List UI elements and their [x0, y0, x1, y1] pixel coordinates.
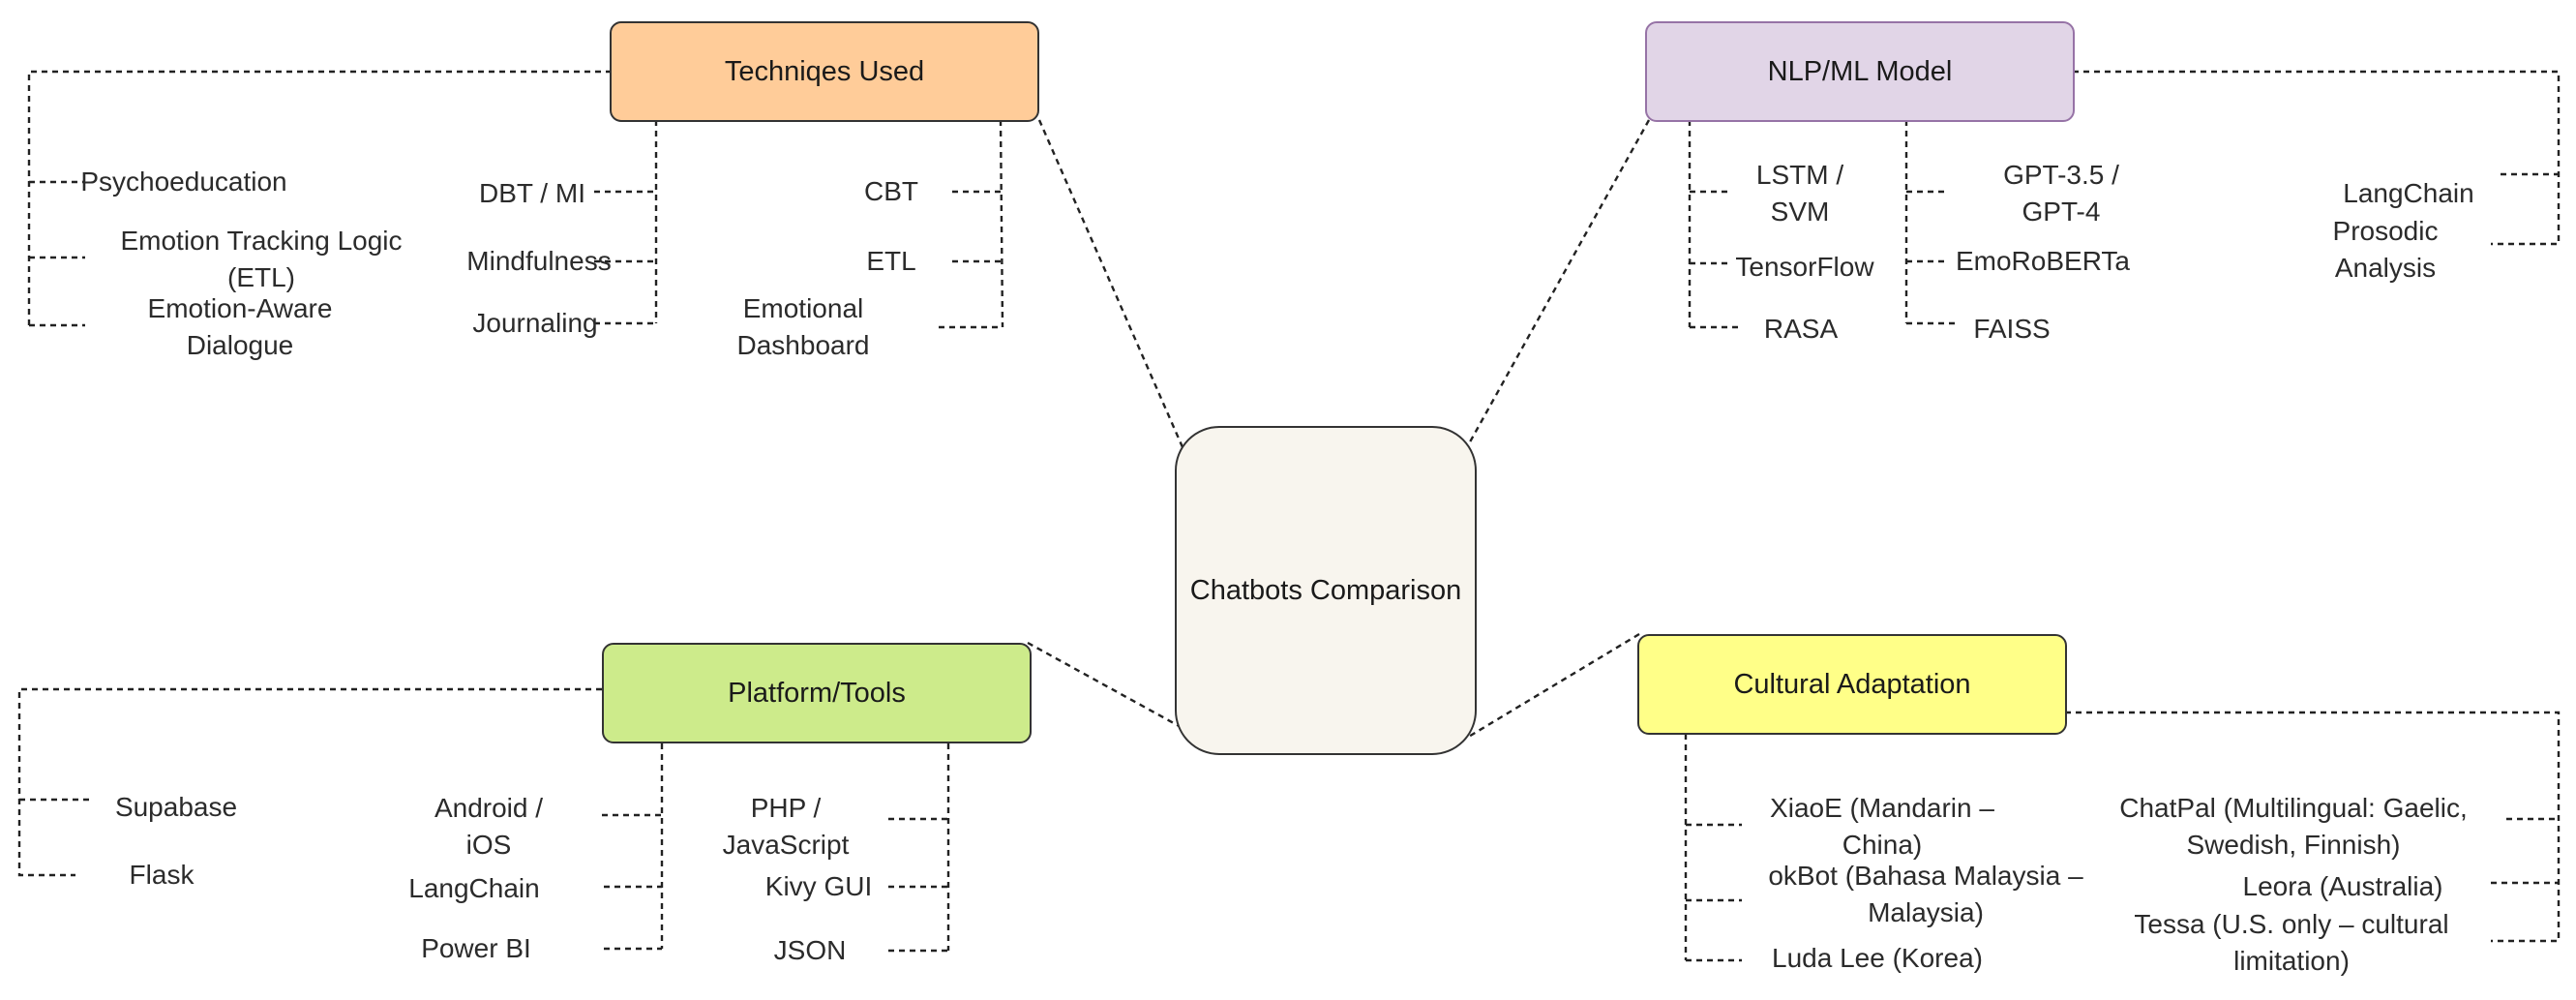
leaf-php-javascript[interactable]: PHP / JavaScript: [722, 793, 850, 860]
leaf-tensorflow[interactable]: TensorFlow: [1735, 252, 1874, 282]
leaf-emotional-dashboard[interactable]: Emotional Dashboard: [736, 293, 870, 360]
category-nlp-ml-model[interactable]: NLP/ML Model: [1645, 21, 2075, 122]
leaf-langchain-platform[interactable]: LangChain: [408, 873, 540, 903]
leaf-leora[interactable]: Leora (Australia): [2242, 871, 2443, 901]
center-node[interactable]: Chatbots Comparison: [1175, 426, 1477, 755]
leaf-json[interactable]: JSON: [773, 935, 847, 965]
leaf-emoroberta[interactable]: EmoRoBERTa: [1955, 246, 2130, 276]
category-cultural-label: Cultural Adaptation: [1733, 668, 1971, 700]
leaf-faiss[interactable]: FAISS: [1973, 314, 2051, 344]
connector-techniques-right: [999, 119, 1004, 328]
leaf-langchain-nlp[interactable]: LangChain: [2343, 178, 2474, 208]
leaf-rasa[interactable]: RASA: [1763, 314, 1839, 344]
leaf-mindfulness[interactable]: Mindfulness: [466, 246, 612, 276]
leaf-power-bi[interactable]: Power BI: [421, 933, 531, 963]
leaf-psychoeducation[interactable]: Psychoeducation: [80, 167, 287, 197]
leaf-emotion-tracking-logic[interactable]: Emotion Tracking Logic (ETL): [120, 226, 403, 292]
leaf-tessa[interactable]: Tessa (U.S. only – cultural limitation): [2134, 909, 2449, 976]
center-node-label: Chatbots Comparison: [1189, 574, 1462, 606]
leaf-kivy-gui[interactable]: Kivy GUI: [764, 871, 873, 901]
connector-center-techniques: [1037, 119, 1184, 448]
leaf-journaling[interactable]: Journaling: [472, 308, 598, 338]
leaf-supabase[interactable]: Supabase: [114, 792, 238, 822]
leaf-cbt[interactable]: CBT: [864, 176, 918, 206]
connector-cultural-right: [2065, 711, 2561, 943]
category-platform-label: Platform/Tools: [728, 677, 906, 709]
connector-platform-left: [17, 687, 602, 877]
category-nlp-label: NLP/ML Model: [1767, 55, 1953, 87]
leaf-luda-lee[interactable]: Luda Lee (Korea): [1772, 943, 1983, 973]
leaf-okbot[interactable]: okBot (Bahasa Malaysia – Malaysia): [1768, 861, 2083, 927]
leaf-android-ios[interactable]: Android / iOS: [434, 793, 544, 860]
connector-nlp-right: [2073, 70, 2561, 246]
leaf-lstm-svm[interactable]: LSTM / SVM: [1755, 160, 1844, 227]
connector-techniques-left: [27, 70, 612, 325]
connector-center-nlp: [1465, 119, 1651, 448]
category-platform-tools[interactable]: Platform/Tools: [602, 643, 1032, 743]
category-techniques[interactable]: Techniqes Used: [610, 21, 1039, 122]
leaf-xiaoe[interactable]: XiaoE (Mandarin – China): [1770, 793, 1994, 860]
leaf-flask[interactable]: Flask: [129, 860, 195, 890]
category-techniques-label: Techniqes Used: [724, 55, 925, 87]
leaf-emotion-aware-dialogue[interactable]: Emotion-Aware Dialogue: [147, 293, 333, 360]
leaf-chatpal[interactable]: ChatPal (Multilingual: Gaelic, Swedish, …: [2119, 793, 2468, 860]
leaf-prosodic-analysis[interactable]: Prosodic Analysis: [2332, 216, 2439, 283]
connector-center-cultural: [1466, 632, 1640, 740]
category-cultural-adaptation[interactable]: Cultural Adaptation: [1637, 634, 2067, 735]
connector-center-platform: [1027, 641, 1183, 730]
leaf-dbt-mi[interactable]: DBT / MI: [479, 178, 585, 208]
leaf-etl[interactable]: ETL: [866, 246, 916, 276]
leaf-gpt[interactable]: GPT-3.5 / GPT-4: [2003, 160, 2119, 227]
